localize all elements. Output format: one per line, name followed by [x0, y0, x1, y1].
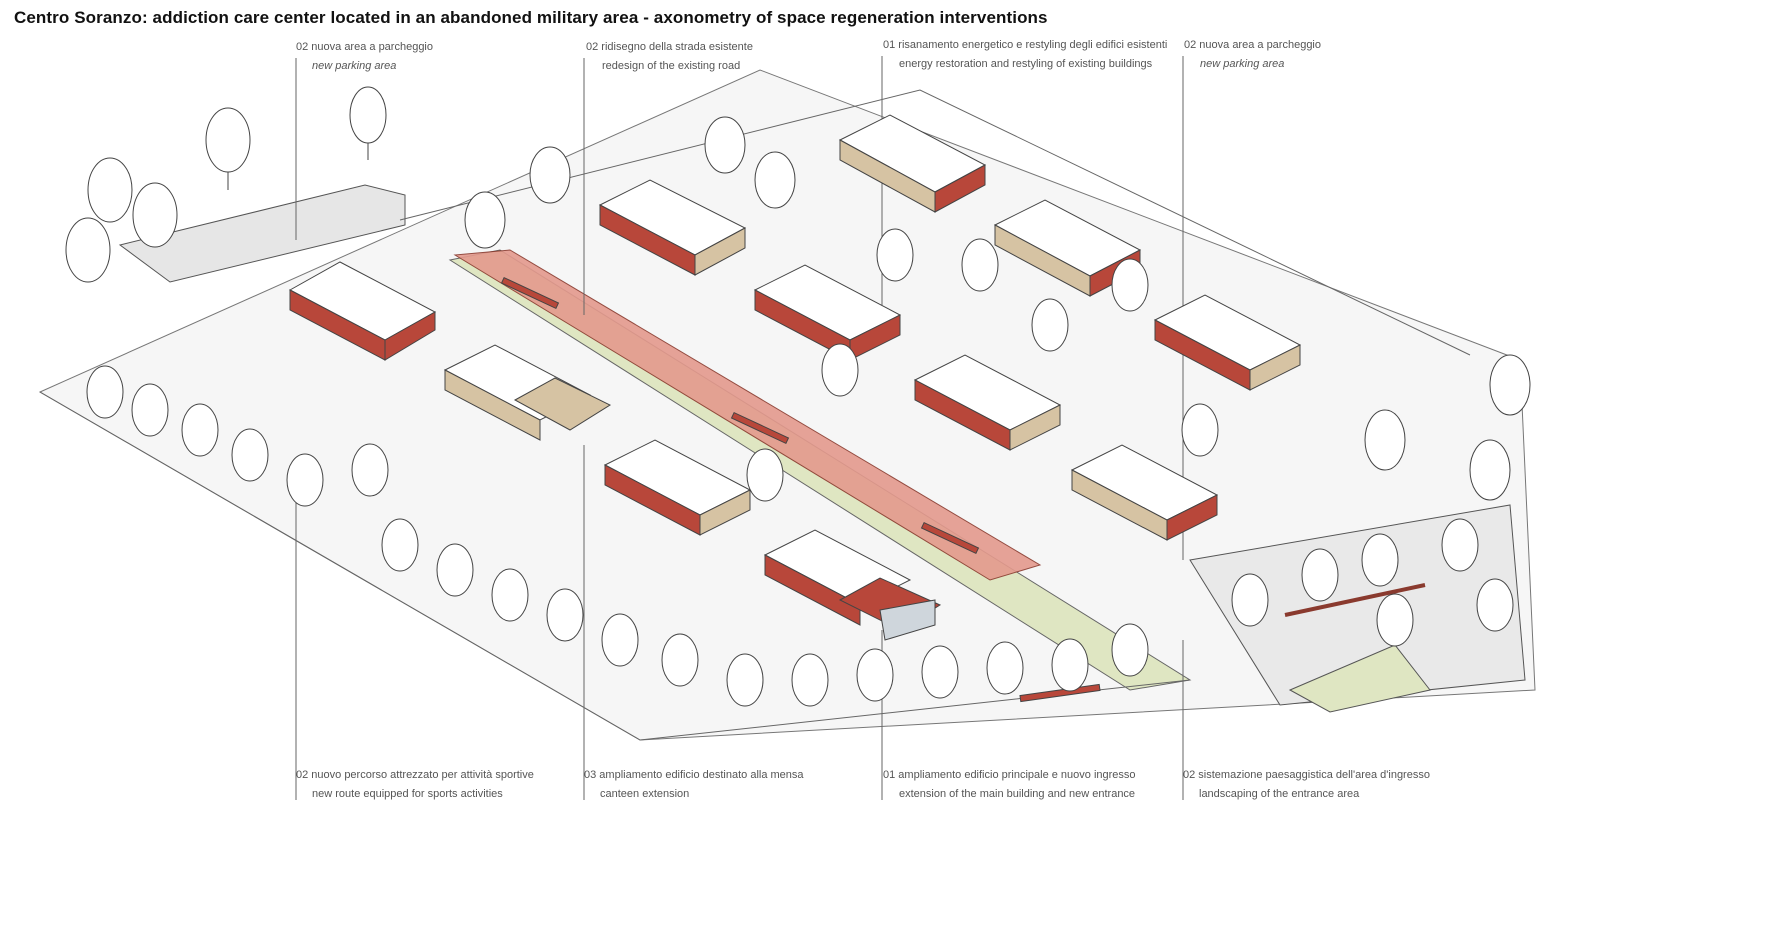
building-3	[838, 114, 987, 213]
building-10	[1070, 444, 1219, 541]
building-4	[753, 264, 902, 361]
annotation-english: extension of the main building and new e…	[899, 788, 1136, 800]
redesigned-road	[453, 249, 1042, 581]
bench	[1019, 683, 1101, 703]
annotation-english: energy restoration and restyling of exis…	[899, 58, 1153, 70]
entrance-green	[1288, 644, 1431, 713]
bench	[500, 276, 560, 310]
building-1	[288, 261, 437, 361]
annotation-bottom-main-building: 01 ampliamento edificio principale e nuo…	[883, 766, 1136, 804]
main-building	[763, 529, 942, 641]
annotation-english: new parking area	[312, 60, 397, 72]
annotation-italian: 01 ampliamento edificio principale e nuo…	[883, 769, 1136, 781]
annotation-italian: 01 risanamento energetico e restyling de…	[883, 39, 1168, 51]
annotation-italian: 03 ampliamento edificio destinato alla m…	[584, 769, 804, 781]
annotation-english: redesign of the existing road	[602, 60, 741, 72]
perimeter-road-bottom	[39, 391, 1191, 741]
building-2	[598, 179, 747, 276]
annotation-english: new route equipped for sports activities	[312, 788, 503, 800]
annotation-top-parking-right: 02 nuova area a parcheggio new parking a…	[1184, 36, 1321, 74]
building-7	[443, 344, 612, 441]
annotation-english: canteen extension	[600, 788, 690, 800]
building-9	[603, 439, 752, 536]
annotation-italian: 02 ridisegno della strada esistente	[586, 41, 753, 53]
entrance-bar	[1284, 583, 1426, 617]
parking-area-left	[118, 184, 406, 283]
bench	[920, 521, 980, 555]
perimeter-road-top	[399, 89, 1471, 356]
annotation-top-parking-left: 02 nuova area a parcheggio new parking a…	[296, 38, 433, 76]
entrance-area	[1189, 504, 1526, 706]
annotation-bottom-entrance-landscape: 02 sistemazione paesaggistica dell'area …	[1183, 766, 1430, 804]
annotation-bottom-sports-route: 02 nuovo percorso attrezzato per attivit…	[296, 766, 534, 804]
bench	[730, 411, 790, 445]
building-6	[1153, 294, 1302, 391]
page-title: Centro Soranzo: addiction care center lo…	[14, 8, 1048, 27]
annotation-bottom-canteen: 03 ampliamento edificio destinato alla m…	[584, 766, 804, 804]
annotation-italian: 02 sistemazione paesaggistica dell'area …	[1183, 769, 1430, 781]
building-8	[913, 354, 1062, 451]
trees	[65, 86, 1531, 707]
annotation-italian: 02 nuova area a parcheggio	[296, 41, 433, 53]
annotation-italian: 02 nuova area a parcheggio	[1184, 39, 1321, 51]
annotation-english: landscaping of the entrance area	[1199, 788, 1360, 800]
annotation-english: new parking area	[1200, 58, 1285, 70]
annotation-top-road: 02 ridisegno della strada esistente rede…	[586, 38, 753, 76]
annotation-italian: 02 nuovo percorso attrezzato per attivit…	[296, 769, 534, 781]
annotation-top-restoration: 01 risanamento energetico e restyling de…	[883, 36, 1167, 74]
